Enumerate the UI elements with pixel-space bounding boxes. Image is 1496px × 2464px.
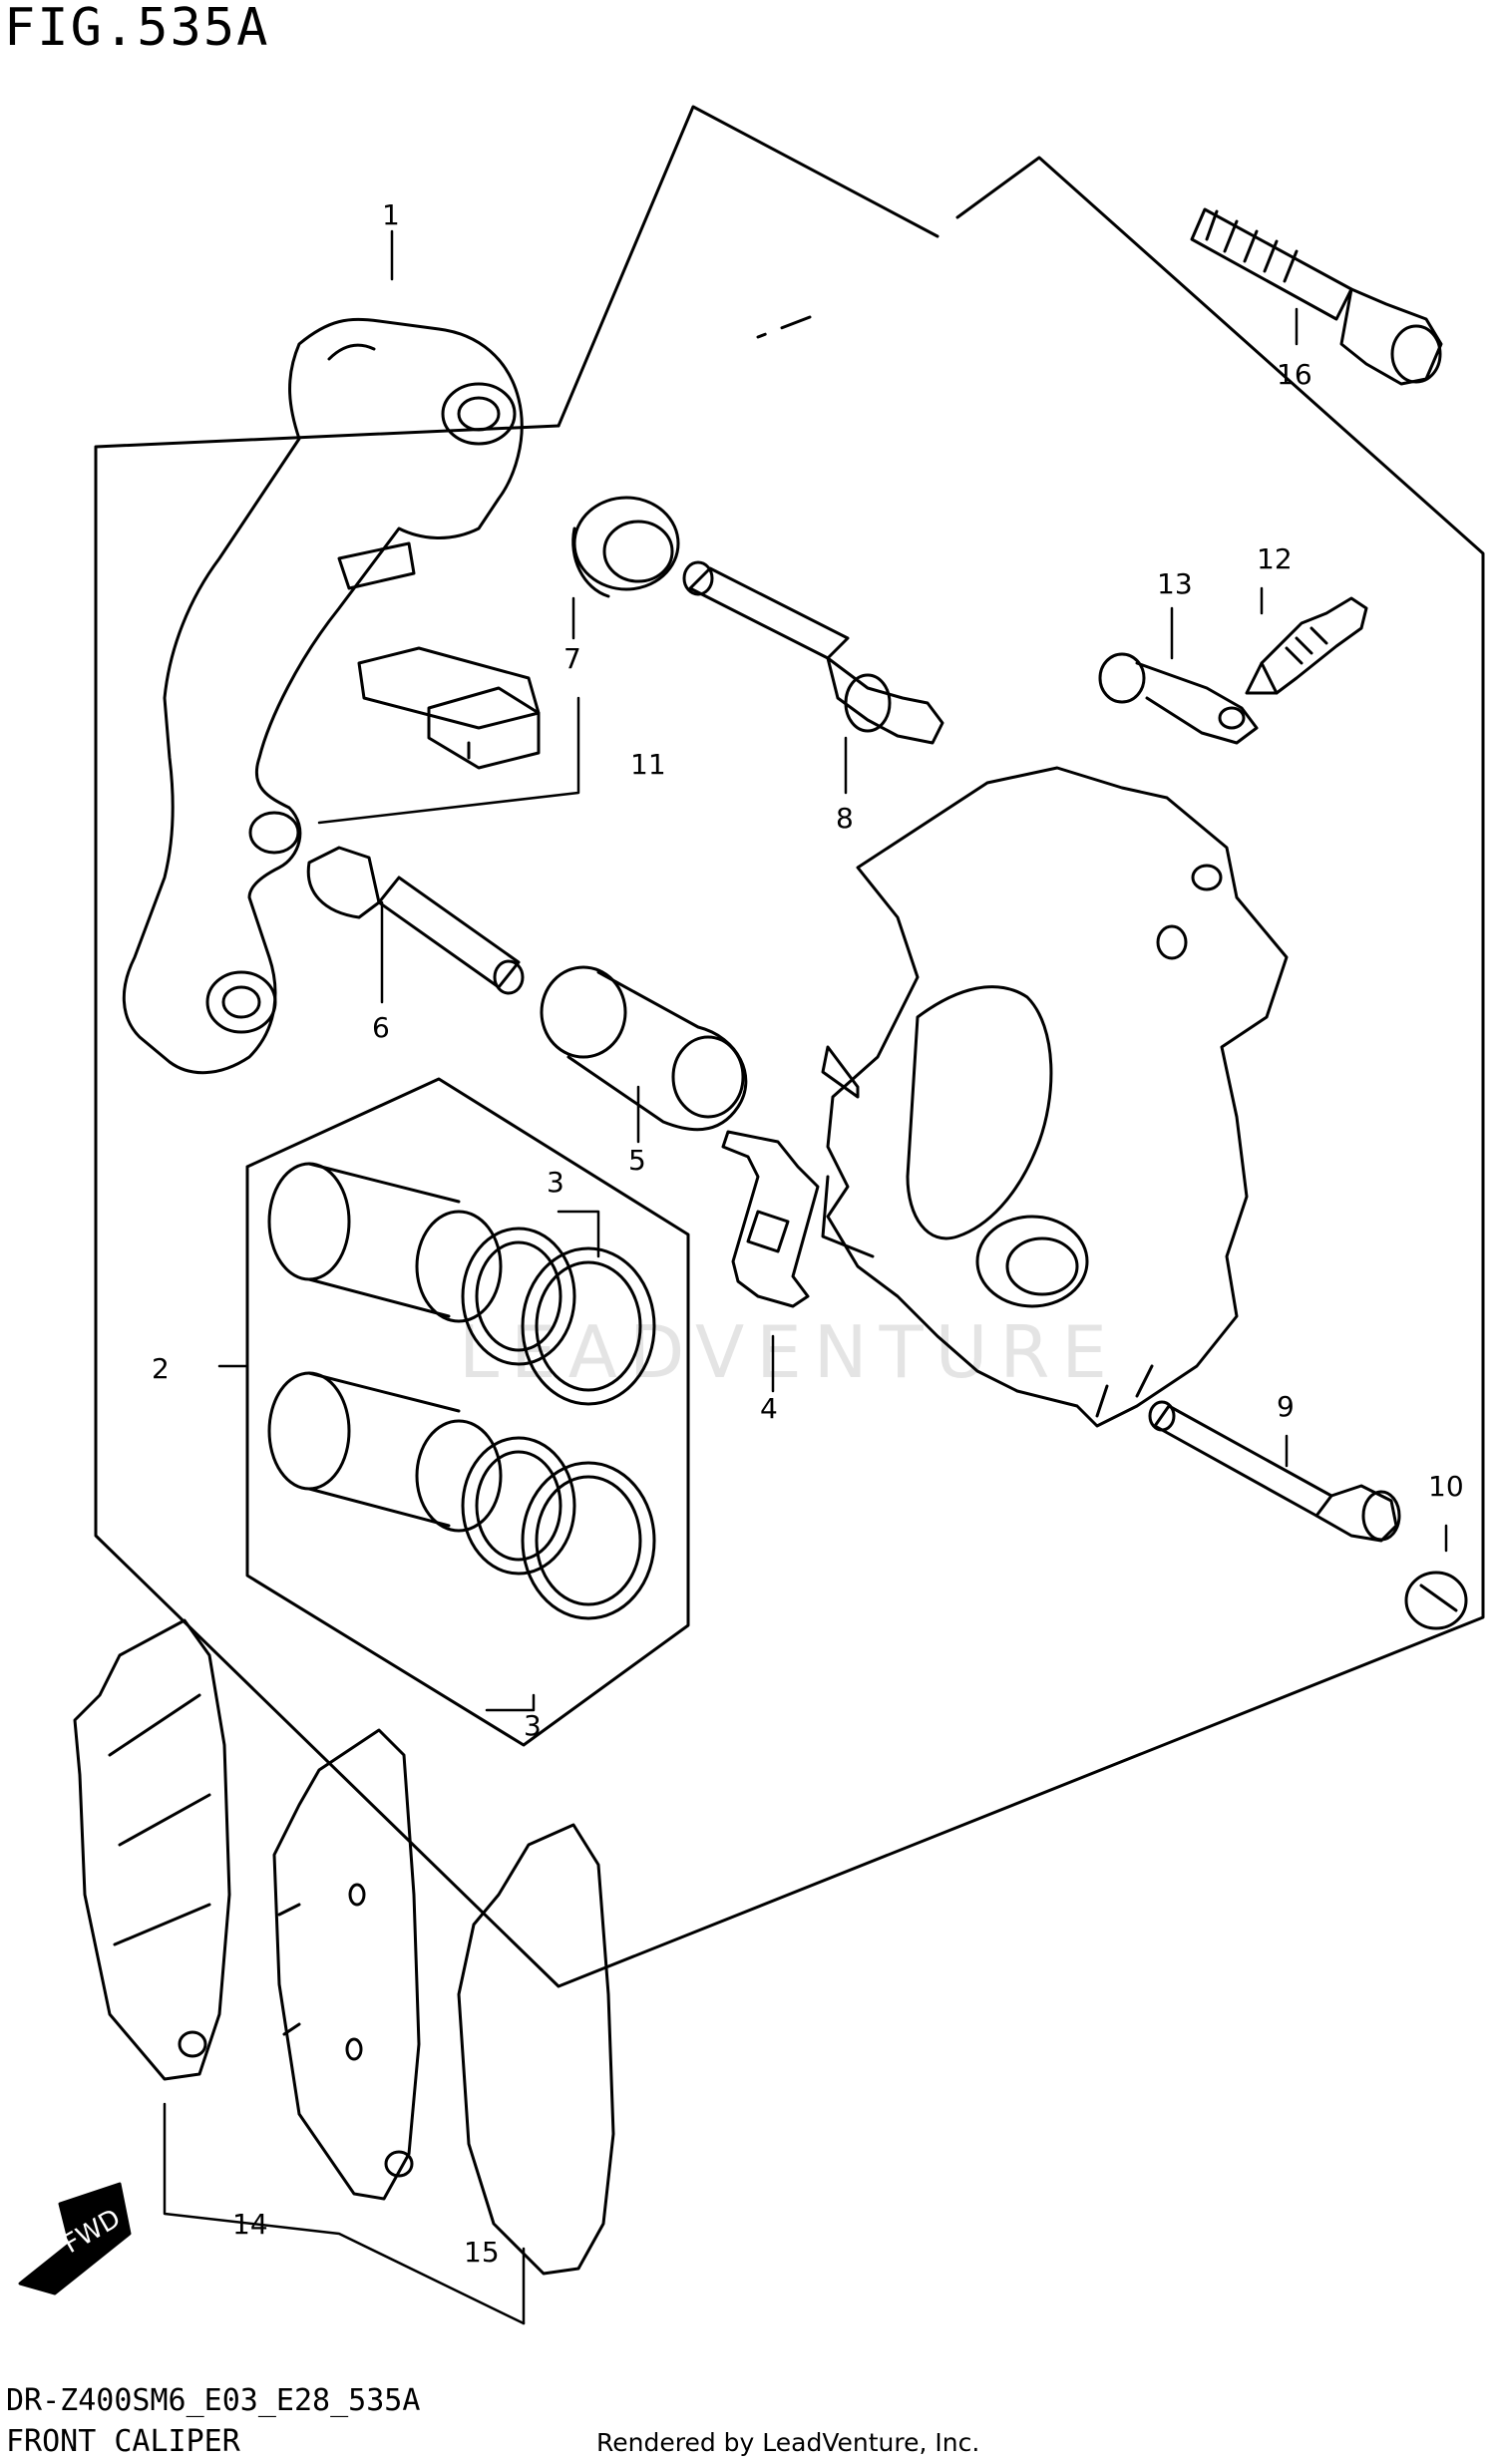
slide-pin-8: [682, 560, 944, 745]
callout-6: 6: [372, 1011, 390, 1044]
bleeder-cap-13: [1098, 652, 1259, 745]
pad-pin-9: [1148, 1400, 1401, 1543]
callout-3-upper: 3: [547, 1166, 564, 1199]
piston-set-box: [245, 1077, 690, 1747]
callout-14: 14: [232, 2208, 268, 2241]
piston-upper: [267, 1162, 656, 1406]
callout-10: 10: [1428, 1470, 1464, 1503]
figure-title: FIG.535A: [4, 0, 270, 58]
brake-pad-front: [272, 1728, 421, 2201]
boot-7: [571, 496, 680, 598]
callout-15: 15: [464, 2236, 500, 2269]
callout-4: 4: [760, 1392, 778, 1425]
caliper-bracket: [122, 317, 524, 1075]
callout-11: 11: [630, 748, 666, 781]
boot-5: [540, 965, 748, 1132]
piston-lower: [267, 1371, 656, 1620]
pad-spring-4: [721, 1130, 820, 1308]
callout-16: 16: [1277, 358, 1312, 391]
callout-labels: 1 2 3 3 4 5 6 7 8 9 10 11 12 13 14 15 16: [152, 198, 1464, 2269]
leader-lines: [163, 229, 1448, 2325]
assembly-outline: [94, 105, 1485, 1988]
caliper-body: [821, 766, 1289, 1428]
shim-15: [457, 1823, 615, 2276]
callout-7: 7: [563, 642, 581, 675]
caliper-bolt-16: [1190, 207, 1443, 386]
rendered-by-credit: Rendered by LeadVenture, Inc.: [596, 2428, 980, 2457]
callout-2: 2: [152, 1352, 170, 1385]
slide-pin-6: [306, 846, 525, 995]
brake-pad-rear: [73, 1618, 231, 2081]
section-name: FRONT CALIPER: [6, 2424, 240, 2459]
model-code: DR-Z400SM6_E03_E28_535A: [6, 2383, 421, 2418]
bleeder-valve-12: [1245, 596, 1368, 695]
callout-13: 13: [1157, 567, 1193, 600]
callout-9: 9: [1277, 1390, 1295, 1423]
plug-10: [1404, 1571, 1468, 1630]
callout-1: 1: [382, 198, 400, 231]
callout-12: 12: [1257, 542, 1293, 575]
callout-8: 8: [836, 802, 854, 835]
callout-5: 5: [628, 1144, 646, 1177]
fwd-arrow: FWD: [18, 2182, 132, 2295]
callout-3-lower: 3: [524, 1709, 542, 1742]
pad-support-11: [357, 646, 541, 770]
